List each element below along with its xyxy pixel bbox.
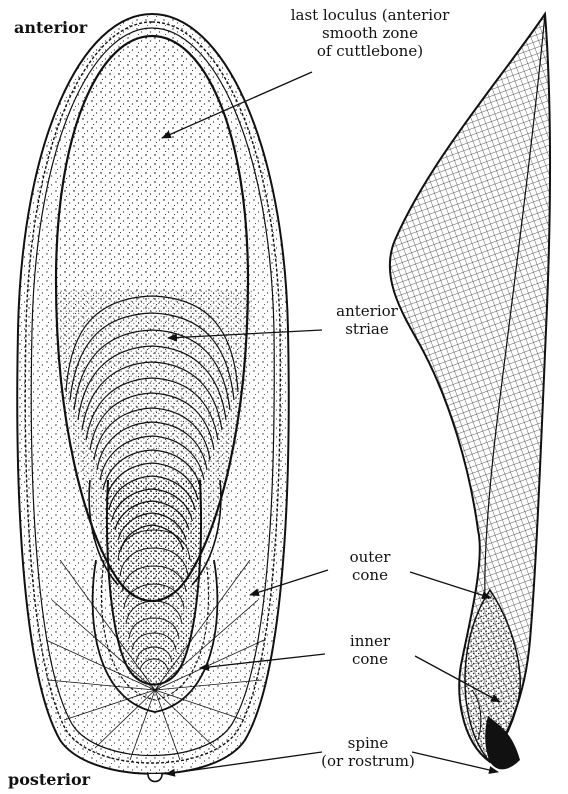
posterior-label: posterior — [8, 770, 90, 789]
label-anterior-striae: anterior striae — [322, 302, 412, 338]
anterior-label: anterior — [14, 18, 87, 37]
label-last-loculus: last loculus (anterior smooth zone of cu… — [260, 6, 480, 60]
inner-cone — [107, 480, 201, 685]
spine-left — [148, 774, 162, 782]
label-outer-cone: outer cone — [330, 548, 410, 584]
label-inner-cone: inner cone — [330, 632, 410, 668]
ventral-view — [17, 14, 288, 782]
label-spine: spine (or rostrum) — [318, 734, 418, 770]
lateral-view — [390, 14, 550, 769]
